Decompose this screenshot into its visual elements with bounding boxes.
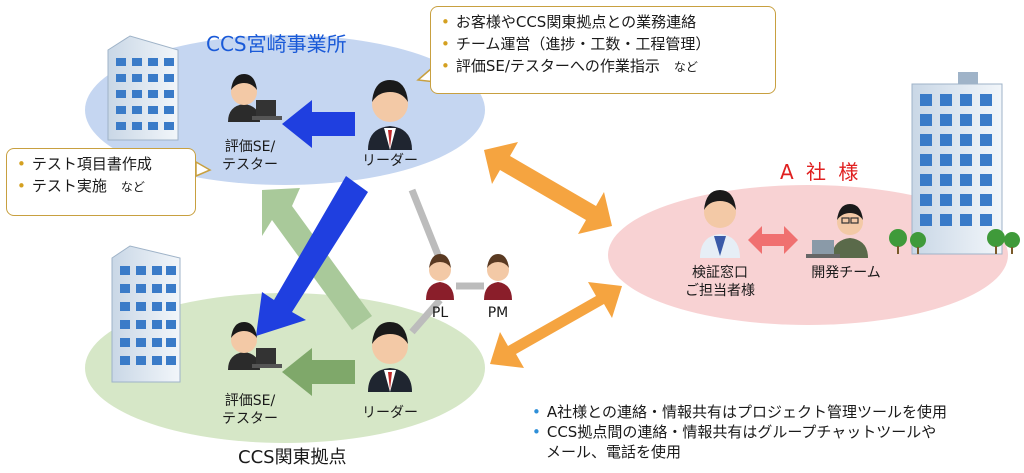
leader-duties-callout: •お客様やCCS関東拠点との業務連絡 •チーム運営（進捗・工数・工程管理） •評… xyxy=(430,6,776,94)
dev-team-label: 開発チーム xyxy=(811,265,881,281)
leader-duty-item: •チーム運営（進捗・工数・工程管理） xyxy=(441,35,711,53)
dev-team-figure xyxy=(806,204,868,258)
leader-figure xyxy=(368,322,412,392)
double-arrow-kanto-client xyxy=(490,282,622,368)
double-arrow-miyazaki-client xyxy=(484,142,612,234)
client-title: A 社 様 xyxy=(780,160,862,184)
client-contact-label: 検証窓口ご担当者様 xyxy=(685,265,755,299)
kanto-leader-label: リーダー xyxy=(362,405,418,421)
client-contact-figure xyxy=(700,190,740,258)
pl-label: PL xyxy=(431,305,449,321)
ccs-kanto-title: CCS関東拠点 xyxy=(238,447,347,468)
double-arrow-client-internal xyxy=(748,226,798,254)
note-item: •CCS拠点間の連絡・情報共有はグループチャットツールや xyxy=(532,423,937,441)
building-icon xyxy=(889,72,1020,255)
ccs-miyazaki-title: CCS宮崎事業所 xyxy=(206,32,347,56)
building-icon xyxy=(111,245,181,383)
callout-pointer xyxy=(195,160,212,178)
arrow-miyazaki-leader-to-kanto-tester xyxy=(256,176,368,336)
tester-figure xyxy=(228,322,282,370)
kanto-tester-label: 評価SE/テスター xyxy=(222,393,278,427)
pm-connector-lines xyxy=(408,188,484,335)
tester-duty-item: •テスト項目書作成 xyxy=(17,155,152,173)
tester-figure xyxy=(228,74,282,122)
miyazaki-tester-label: 評価SE/テスター xyxy=(222,139,278,173)
communication-notes: •A社様との連絡・情報共有はプロジェクト管理ツールを使用 •CCS拠点間の連絡・… xyxy=(532,402,1022,462)
leader-duty-item: •お客様やCCS関東拠点との業務連絡 xyxy=(441,13,697,31)
note-item: メール、電話を使用 xyxy=(546,443,682,461)
pm-label: PM xyxy=(487,305,509,321)
building-icon xyxy=(107,35,179,141)
pm-figure xyxy=(484,254,512,300)
tester-duty-item: •テスト実施など xyxy=(17,177,145,195)
tester-duties-callout: •テスト項目書作成 •テスト実施など xyxy=(6,148,196,216)
miyazaki-leader-label: リーダー xyxy=(362,153,418,169)
arrow-kanto-leader-to-tester xyxy=(282,348,355,396)
leader-duty-item: •評価SE/テスターへの作業指示など xyxy=(441,57,698,75)
pl-figure xyxy=(426,254,454,300)
note-item: •A社様との連絡・情報共有はプロジェクト管理ツールを使用 xyxy=(532,403,947,421)
leader-figure xyxy=(368,80,412,150)
arrow-miyazaki-leader-to-tester xyxy=(282,100,355,148)
